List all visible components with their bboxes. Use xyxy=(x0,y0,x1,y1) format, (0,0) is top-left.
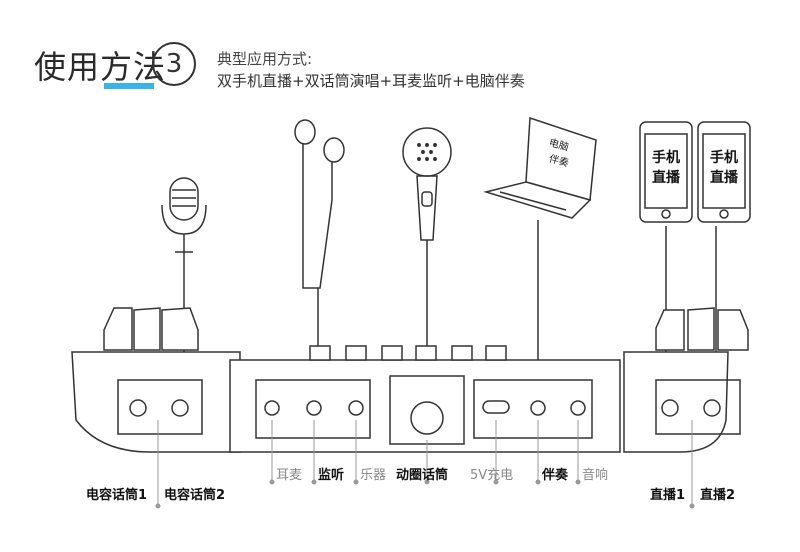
label-charge-5v: 5V充电 xyxy=(470,468,514,483)
label-condenser-mic2: 电容话筒2 xyxy=(164,488,226,503)
label-leaders xyxy=(155,420,695,509)
label-instrument: 乐器 xyxy=(360,468,387,483)
label-headphones: 耳麦 xyxy=(276,468,303,483)
laptop-icon xyxy=(483,116,597,398)
title-accent-bar xyxy=(104,83,154,89)
step-number-badge: 3 xyxy=(152,42,196,86)
phone2-label-line2: 直播 xyxy=(710,169,739,186)
mixer-body xyxy=(71,307,749,453)
label-accompaniment: 伴奏 xyxy=(542,468,569,483)
label-dynamic-mic: 动圈话筒 xyxy=(396,468,449,483)
phone-icons xyxy=(639,121,751,398)
subtitle-description: 双手机直播+双话筒演唱+耳麦监听+电脑伴奏 xyxy=(217,72,525,90)
label-live2: 直播2 xyxy=(700,488,736,503)
subtitle-heading: 典型应用方式: xyxy=(217,50,313,68)
phone1-label-line1: 手机 xyxy=(652,149,680,166)
dynamic-mic-icon xyxy=(402,127,452,398)
phone1-label-line2: 直播 xyxy=(652,169,681,186)
label-monitor: 监听 xyxy=(318,468,345,483)
label-condenser-mic1: 电容话筒1 xyxy=(86,488,148,503)
page-title: 使用方法 xyxy=(34,48,167,86)
label-live1: 直播1 xyxy=(650,488,686,503)
phone2-label-line1: 手机 xyxy=(710,149,738,166)
label-audio: 音响 xyxy=(582,468,609,483)
